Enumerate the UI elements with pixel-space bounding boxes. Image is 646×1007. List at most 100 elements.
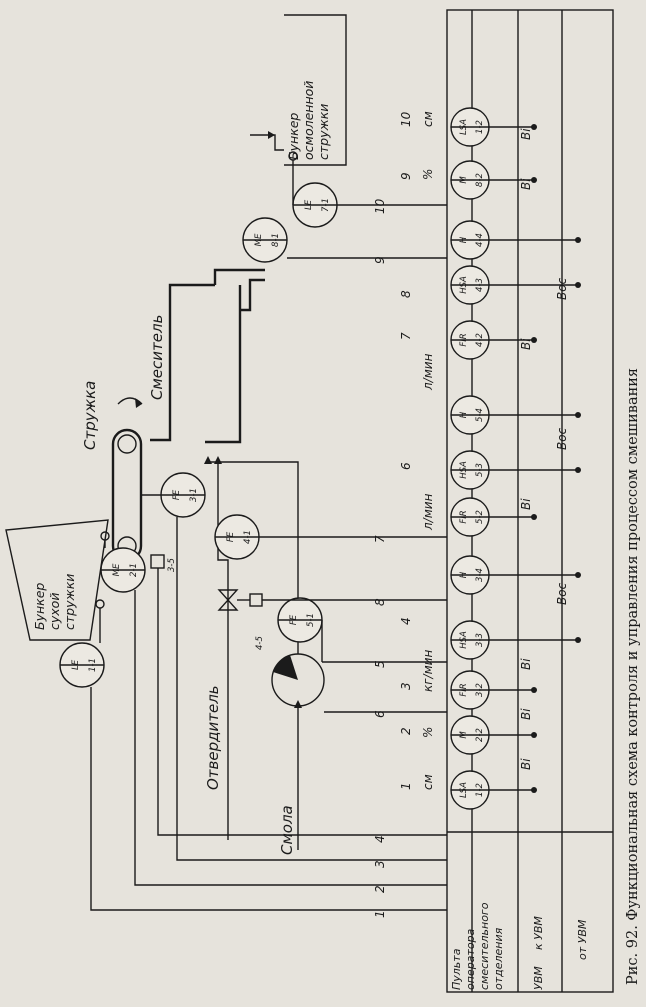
svg-text:FE: FE xyxy=(226,531,236,542)
svg-text:9: 9 xyxy=(373,256,387,264)
hardener-valve-top xyxy=(217,589,239,602)
svg-text:кг/мин: кг/мин xyxy=(421,650,435,692)
svg-text:2-1: 2-1 xyxy=(129,563,139,577)
hardener-valve-bottom xyxy=(217,598,239,611)
svg-text:ME: ME xyxy=(112,563,122,576)
svg-text:8: 8 xyxy=(399,290,413,298)
svg-text:л/мин: л/мин xyxy=(421,353,435,391)
bus-node xyxy=(575,467,581,473)
conveyor-pulley-top xyxy=(117,434,137,454)
svg-text:Воc: Воc xyxy=(555,277,569,300)
mixer-right-wall xyxy=(205,285,242,444)
from-uvm-label: от УВМ xyxy=(576,919,589,960)
svg-text:Бункер: Бункер xyxy=(32,583,47,630)
chip-rotation-arrow xyxy=(117,397,143,405)
bottom-line-numbers: 1 2 3 4 xyxy=(373,835,387,918)
svg-text:ME: ME xyxy=(254,233,264,246)
chip-feeder-label: 3-5 xyxy=(167,558,177,572)
svg-text:стружки: стружки xyxy=(316,104,331,160)
bus-node xyxy=(575,237,581,243)
mixer-label: Смеситель xyxy=(148,315,166,400)
svg-text:7: 7 xyxy=(373,535,387,543)
svg-text:8: 8 xyxy=(373,598,387,606)
instrument-number: 3-2 xyxy=(475,683,485,697)
instrument-code: H xyxy=(459,411,469,418)
bus-node xyxy=(531,732,537,738)
bus-node xyxy=(531,787,537,793)
svg-text:3: 3 xyxy=(373,860,387,868)
hopper-dry-label: Бункер сухой стружки xyxy=(32,574,77,630)
figure-caption: Рис. 92. Функциональная схема контроля и… xyxy=(625,368,641,985)
svg-text:LE: LE xyxy=(71,659,81,670)
svg-text:10: 10 xyxy=(399,111,413,127)
field-instruments: LE 1-1 ME 2-1 FE 3-1 FE 4-1 FE 5-1 ME 8-… xyxy=(59,151,338,688)
svg-text:3-1: 3-1 xyxy=(189,488,199,502)
instrument-number: 8-2 xyxy=(475,173,485,187)
instrument-number: 3-3 xyxy=(475,633,485,647)
instrument-code: HSA xyxy=(459,631,469,649)
svg-text:7: 7 xyxy=(399,332,413,340)
panel-instrument: H 5-4 xyxy=(450,395,581,435)
bus-node xyxy=(531,337,537,343)
svg-text:Вi: Вi xyxy=(519,178,533,190)
instrument-number: 5-2 xyxy=(475,510,485,524)
resin-label: Смола xyxy=(278,805,296,855)
chips-label: Стружка xyxy=(81,381,99,450)
svg-text:2: 2 xyxy=(373,885,387,893)
instrument-code: HSA xyxy=(459,461,469,479)
svg-text:1: 1 xyxy=(399,782,413,790)
instrument-number: 4-2 xyxy=(475,333,485,347)
side-line-numbers: 6 5 8 7 9 10 xyxy=(373,198,387,718)
chip-conveyor xyxy=(111,428,143,562)
svg-text:4: 4 xyxy=(399,617,413,625)
svg-text:6: 6 xyxy=(373,710,387,718)
svg-text:6: 6 xyxy=(399,462,413,470)
instrument-code: FIR xyxy=(459,333,469,346)
bus-node xyxy=(575,572,581,578)
to-uvm-label: к УВМ xyxy=(532,916,545,950)
svg-text:%: % xyxy=(421,727,435,738)
instrument-number: 5-4 xyxy=(475,408,485,422)
chip-feeder-actuator xyxy=(150,554,165,569)
bus-node xyxy=(575,412,581,418)
instrument-number: 1-2 xyxy=(475,783,485,797)
instrument-code: FIR xyxy=(459,683,469,696)
svg-text:4: 4 xyxy=(373,835,387,843)
svg-text:8-1: 8-1 xyxy=(271,233,281,247)
instrument-number: 2-2 xyxy=(475,728,485,742)
hardener-valve-label: 4-5 xyxy=(255,636,265,650)
svg-text:5: 5 xyxy=(373,660,387,668)
instrument-code: M xyxy=(459,176,469,184)
svg-text:Вi: Вi xyxy=(519,498,533,510)
panel-instrument: FIR 3-2 xyxy=(450,670,537,710)
signal-lines xyxy=(90,204,447,911)
svg-text:FE: FE xyxy=(289,614,299,625)
svg-text:осмоленной: осмоленной xyxy=(301,81,316,160)
resin-line xyxy=(208,461,299,654)
svg-text:Вi: Вi xyxy=(519,758,533,770)
bus-node xyxy=(531,687,537,693)
panel-instrument: FIR 4-2 xyxy=(450,320,537,360)
svg-text:стружки: стружки xyxy=(62,574,77,630)
svg-text:3: 3 xyxy=(399,682,413,690)
svg-text:Воc: Воc xyxy=(555,427,569,450)
instrument-code: H xyxy=(459,236,469,243)
panel-instrument: M 2-2 xyxy=(450,715,537,755)
instrument-code: M xyxy=(459,731,469,739)
svg-text:Пульта: Пульта xyxy=(450,948,463,990)
instrument-code: LSA xyxy=(459,782,469,798)
bus-node xyxy=(531,177,537,183)
bus-node xyxy=(531,124,537,130)
instrument-code: H xyxy=(459,571,469,578)
svg-text:л/мин: л/мин xyxy=(421,493,435,531)
svg-text:Вi: Вi xyxy=(519,708,533,720)
instrument-number: 4-3 xyxy=(475,278,485,292)
svg-text:1: 1 xyxy=(373,910,387,918)
bus-labels: Вi Вi Вi Воc Вi Воc Вi Воc Вi Вi xyxy=(519,128,569,770)
instrument-number: 1-2 xyxy=(475,120,485,134)
instrument-code: FIR xyxy=(459,510,469,523)
